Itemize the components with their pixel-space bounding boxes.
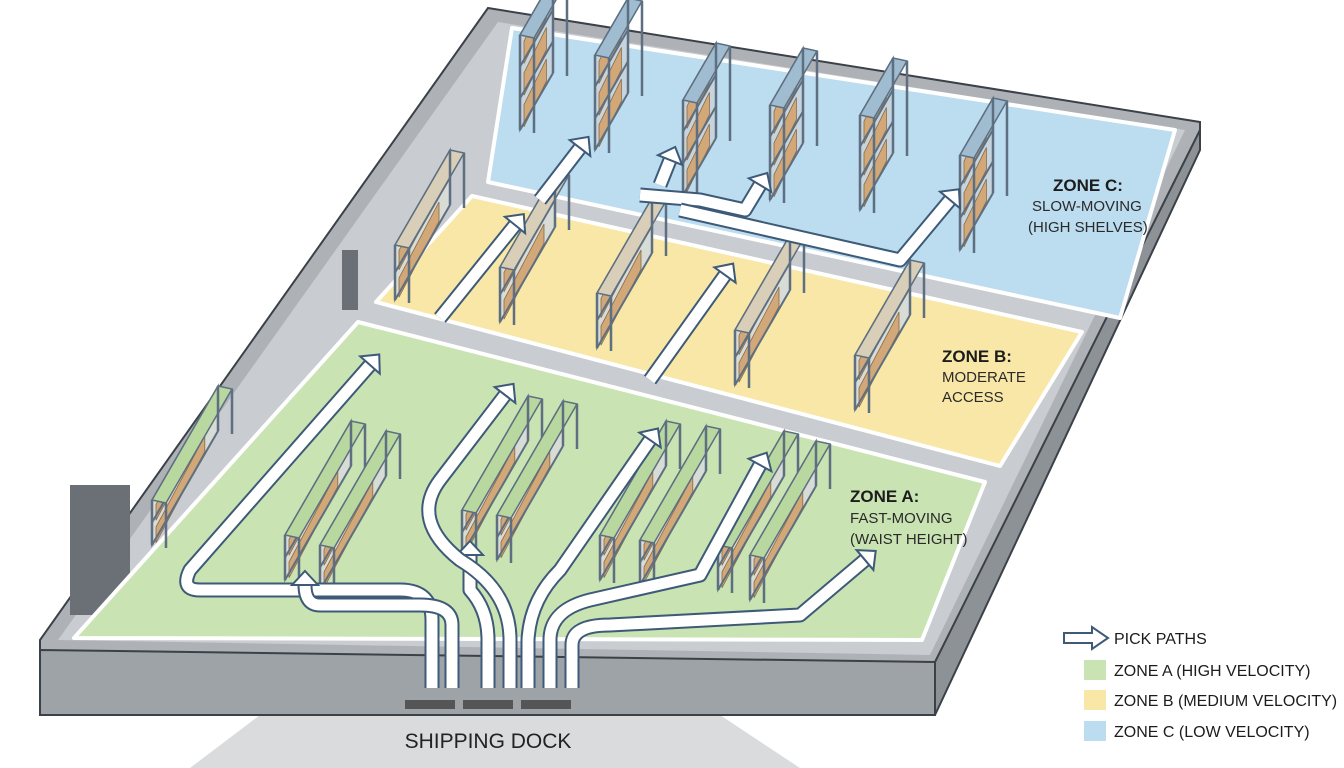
zone-a-title: ZONE A:	[850, 487, 919, 506]
arrow-head-icon	[854, 548, 877, 573]
zone-b-desc-2: ACCESS	[942, 389, 1004, 406]
pick-path-arrow	[520, 427, 663, 688]
shipping-dock-label: SHIPPING DOCK	[405, 730, 572, 753]
arrow-head-icon	[454, 539, 486, 556]
shelf-rack	[593, 0, 644, 153]
shelf-rack	[393, 147, 466, 303]
shelf-rack	[748, 438, 832, 603]
pick-path-arrow	[639, 171, 773, 218]
pick-path-arrow	[643, 262, 737, 385]
legend-pick-paths: PICK PATHS	[1114, 631, 1207, 648]
legend-swatch-zone-c	[1084, 721, 1106, 741]
shelf-rack	[318, 428, 402, 593]
shelf-rack	[768, 45, 819, 203]
pick-path-arrow	[421, 382, 518, 688]
arrow-head-icon	[655, 145, 684, 167]
shelf-rack	[638, 423, 722, 588]
zone-c-title: ZONE C:	[1053, 176, 1123, 195]
shelf-rack	[598, 418, 682, 583]
shelf-rack	[853, 257, 926, 413]
arrow-head-icon	[492, 382, 517, 406]
shelf-rack	[518, 0, 569, 133]
arrow-head-icon	[746, 451, 773, 474]
pick-path-arrow	[564, 548, 877, 688]
dock-apron	[190, 715, 800, 768]
dock-bay-2	[463, 700, 513, 709]
arrow-head-icon	[636, 427, 663, 450]
shelf-rack	[958, 95, 1009, 253]
arrow-head-icon	[502, 212, 527, 236]
pick-path-arrow-icon	[1063, 625, 1110, 651]
legend-zone-b: ZONE B (MEDIUM VELOCITY)	[1114, 693, 1337, 710]
racks	[150, 0, 1009, 603]
arrow-head-icon	[289, 569, 321, 586]
zone-c-desc-2: (HIGH SHELVES)	[1028, 219, 1148, 236]
zone-b-title: ZONE B:	[942, 347, 1012, 366]
shelf-rack	[858, 55, 909, 213]
pick-path-arrow	[678, 188, 962, 268]
pick-path-arrow	[289, 569, 460, 688]
shelf-rack	[495, 398, 579, 563]
dock-bay-3	[521, 700, 571, 709]
legend-swatch-zone-a	[1084, 660, 1106, 680]
arrow-head-icon	[711, 262, 737, 285]
legend-zone-c: ZONE C (LOW VELOCITY)	[1114, 724, 1310, 741]
pick-path-arrow	[542, 451, 773, 688]
arrow-head-icon	[937, 188, 962, 211]
shelf-rack	[681, 40, 732, 198]
shelf-rack	[283, 418, 367, 583]
pick-path-arrow	[454, 539, 496, 688]
arrow-head-icon	[746, 171, 773, 194]
legend: PICK PATHS ZONE A (HIGH VELOCITY) ZONE B…	[1063, 625, 1337, 741]
pick-path-arrow	[653, 145, 684, 188]
shelf-rack	[460, 393, 544, 558]
zone-c-desc-1: SLOW-MOVING	[1032, 198, 1142, 215]
arrow-head-icon	[567, 135, 592, 159]
dock-bay-1	[405, 700, 455, 709]
arrow-head-icon	[357, 353, 381, 376]
legend-swatch-zone-b	[1084, 690, 1106, 710]
shelf-rack	[150, 383, 234, 548]
legend-zone-a: ZONE A (HIGH VELOCITY)	[1114, 663, 1310, 680]
zone-b-desc-1: MODERATE	[942, 369, 1026, 386]
zone-a-desc-2: (WAIST HEIGHT)	[850, 531, 968, 548]
pick-path-arrow	[534, 135, 592, 205]
zone-a-desc-1: FAST-MOVING	[850, 510, 953, 527]
pick-paths	[179, 135, 962, 688]
pick-path-arrow	[434, 212, 527, 323]
zone-c-area	[486, 26, 1177, 320]
dock-door-back	[342, 250, 358, 310]
shelf-rack	[595, 195, 668, 351]
